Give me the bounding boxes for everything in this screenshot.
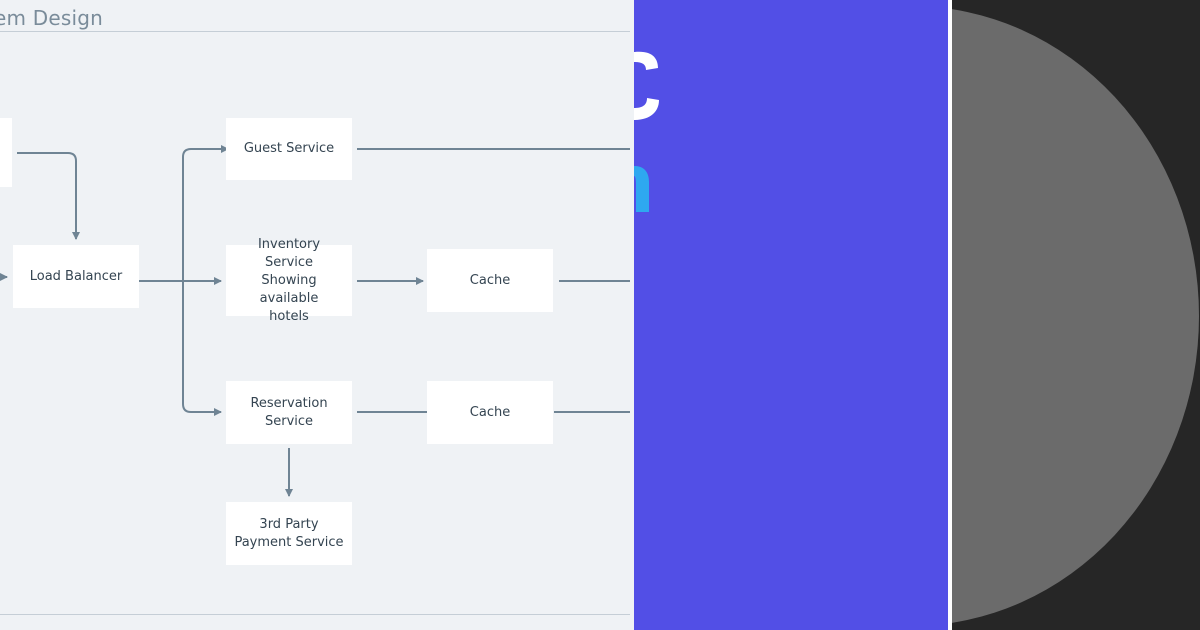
diagram-panel: em Design — [0, 0, 634, 630]
payment-service-node[interactable]: 3rd Party Payment Service — [226, 502, 352, 565]
grey-circle-shape — [952, 6, 1199, 626]
load-balancer-node[interactable]: Load Balancer — [13, 245, 139, 308]
connector-lb-to-reservation — [182, 281, 222, 416]
white-letter-fragment — [634, 51, 659, 120]
connector-lb-to-guest — [182, 145, 229, 281]
reservation-service-node[interactable]: Reservation Service — [226, 381, 352, 444]
cache-node-2[interactable]: Cache — [427, 381, 553, 444]
bottom-divider — [0, 614, 630, 615]
guest-service-node[interactable]: Guest Service — [226, 118, 352, 180]
panel-divider — [948, 0, 952, 630]
title-divider — [0, 31, 630, 32]
blue-letter-fragment — [634, 166, 649, 212]
dark-panel — [952, 0, 1200, 630]
purple-panel — [634, 0, 948, 630]
client-node[interactable] — [0, 118, 12, 187]
connector-client-to-load-balancer — [17, 152, 80, 240]
cache-node-1[interactable]: Cache — [427, 249, 553, 312]
connectors — [0, 145, 630, 497]
diagram-title: em Design — [0, 6, 103, 30]
inventory-service-node[interactable]: Inventory Service Showing available hote… — [226, 237, 352, 324]
